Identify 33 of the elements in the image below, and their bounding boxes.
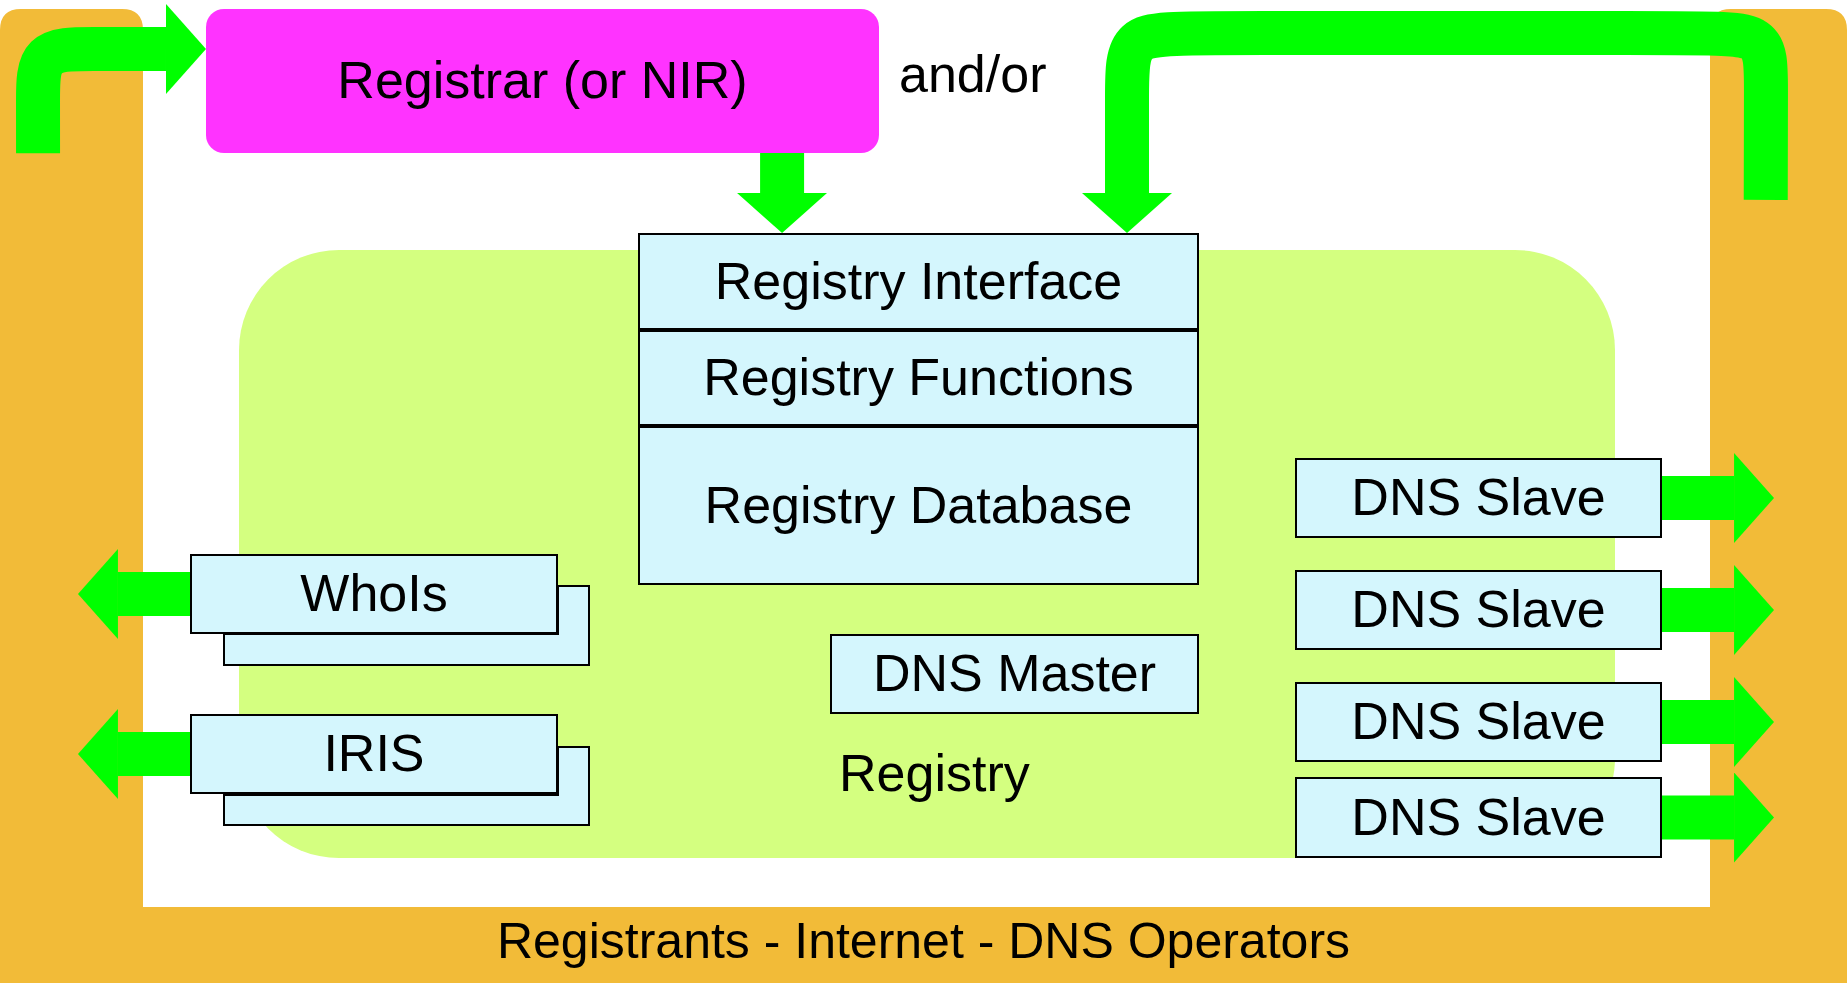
band-label: Registrants - Internet - DNS Operators xyxy=(495,914,1352,969)
arrow xyxy=(1662,565,1775,655)
component-box xyxy=(830,634,1199,714)
box-label: Registry Interface xyxy=(714,252,1123,311)
box-label: Registrar (or NIR) xyxy=(337,52,748,110)
arrow xyxy=(1662,453,1775,543)
component-box xyxy=(190,714,558,794)
box-label: DNS Slave xyxy=(1351,693,1606,751)
arrow xyxy=(737,153,828,233)
component-box xyxy=(190,554,558,634)
box-label: Registry Database xyxy=(704,476,1133,535)
box-label: IRIS xyxy=(323,725,425,783)
component-box xyxy=(638,330,1199,426)
box-label: DNS Slave xyxy=(1351,788,1606,847)
component-box xyxy=(1295,458,1662,538)
note-text: and/or xyxy=(899,46,1047,104)
registrar-box xyxy=(206,9,879,153)
box-label: DNS Slave xyxy=(1351,469,1606,527)
arrow xyxy=(1662,772,1775,863)
component-box xyxy=(638,233,1199,330)
arrow xyxy=(77,709,190,799)
component-box xyxy=(1295,777,1662,858)
area-label: Registry xyxy=(839,745,1030,803)
box-label: Registry Functions xyxy=(703,349,1134,407)
component-box xyxy=(1295,570,1662,650)
component-box xyxy=(638,426,1199,585)
arrow xyxy=(1082,11,1788,233)
box-label: DNS Slave xyxy=(1351,581,1606,639)
component-box xyxy=(1295,682,1662,762)
box-label: WhoIs xyxy=(300,565,448,623)
box-label: DNS Master xyxy=(872,645,1157,703)
arrow xyxy=(77,549,190,639)
arrow xyxy=(1662,677,1775,767)
